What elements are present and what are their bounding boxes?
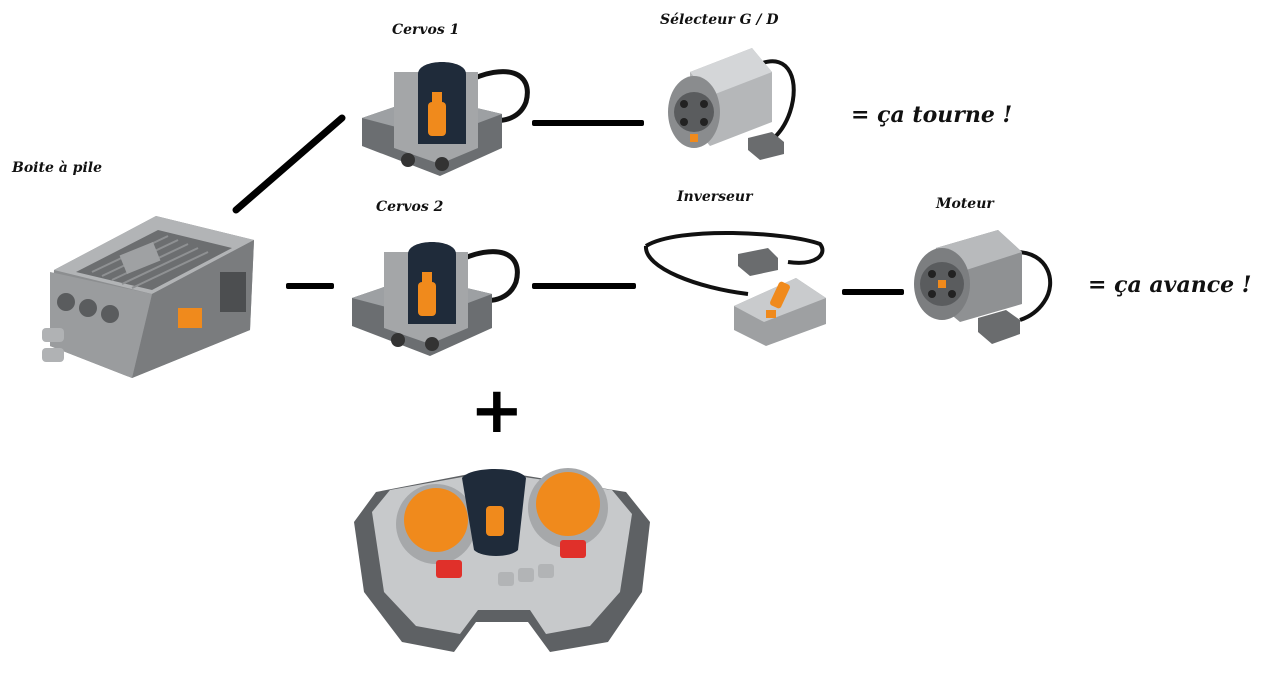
receiver-2-label: Cervos 2 <box>376 199 444 215</box>
ir-receiver-2-icon <box>352 242 520 356</box>
wire-receiver2-switch <box>532 283 636 289</box>
battery-box-label: Boite à pile <box>12 160 103 176</box>
selector-label: Sélecteur G / D <box>660 12 779 28</box>
wire-switch-motor <box>842 289 904 295</box>
motor-icon <box>914 230 1053 344</box>
ir-remote-control-icon <box>354 468 650 652</box>
plus-sign: + <box>470 374 524 448</box>
diagonal-wire <box>232 114 346 214</box>
forward-result-text: = ça avance ! <box>1088 272 1252 298</box>
turn-result-text: = ça tourne ! <box>851 102 1013 128</box>
wire-battery-receiver2 <box>286 283 334 289</box>
servo-motor-icon <box>668 48 796 160</box>
battery-box-icon <box>42 216 254 378</box>
ir-receiver-1-icon <box>362 62 530 176</box>
switch-label: Inverseur <box>677 189 753 205</box>
receiver-1-label: Cervos 1 <box>392 22 460 38</box>
polarity-switch-icon <box>644 231 826 346</box>
motor-label: Moteur <box>936 196 994 212</box>
wire-receiver1-selector <box>532 120 644 126</box>
